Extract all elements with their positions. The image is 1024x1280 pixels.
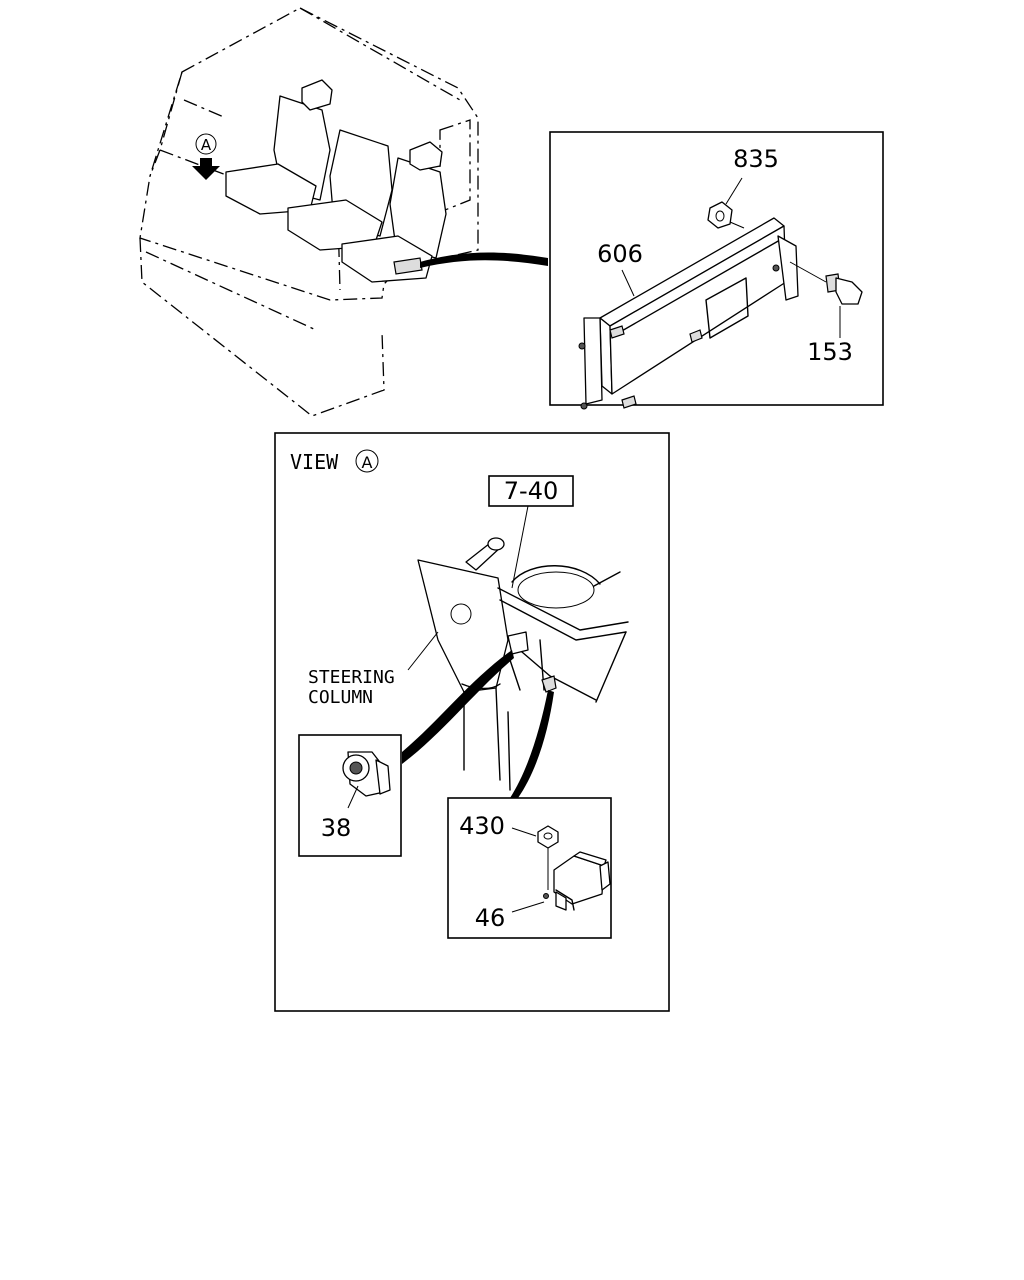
steering-column-label-line2: COLUMN (308, 687, 373, 708)
nut-835 (707, 177, 745, 229)
bolt-153 (789, 261, 863, 338)
leader-to-38 (402, 650, 514, 764)
seat-left (225, 79, 333, 215)
cab-overview: A (139, 7, 548, 417)
bracket-detail: 835 606 153 (549, 131, 884, 410)
seat-middle (287, 129, 393, 251)
part-38-label: 38 (321, 814, 352, 842)
view-title-marker: A (362, 453, 373, 472)
part-606-label: 606 (597, 240, 643, 268)
dashboard (497, 565, 629, 791)
view-a-marker: A (201, 136, 212, 154)
part-38-detail (298, 734, 402, 857)
seat-right (341, 141, 447, 283)
view-title: VIEW (290, 450, 339, 474)
view-title-circle (355, 449, 379, 473)
down-arrow-icon (192, 158, 220, 180)
relay-46 (511, 851, 611, 913)
ref-box-label: 7-40 (504, 477, 558, 505)
relay-detail (447, 797, 612, 939)
leader-to-46 (510, 690, 554, 798)
nut-430 (511, 825, 559, 890)
leader-to-bracket (420, 252, 548, 268)
part-835-label: 835 (733, 145, 779, 173)
part-430-label: 430 (459, 812, 505, 840)
steering-column-label-line1: STEERING (308, 667, 395, 688)
view-a-circle (195, 133, 217, 155)
view-a-panel: VIEW A 7-40 STEERING COLUMN (274, 432, 670, 1012)
part-46-label: 46 (475, 904, 506, 932)
ref-box (488, 475, 574, 507)
part-153-label: 153 (807, 338, 853, 366)
